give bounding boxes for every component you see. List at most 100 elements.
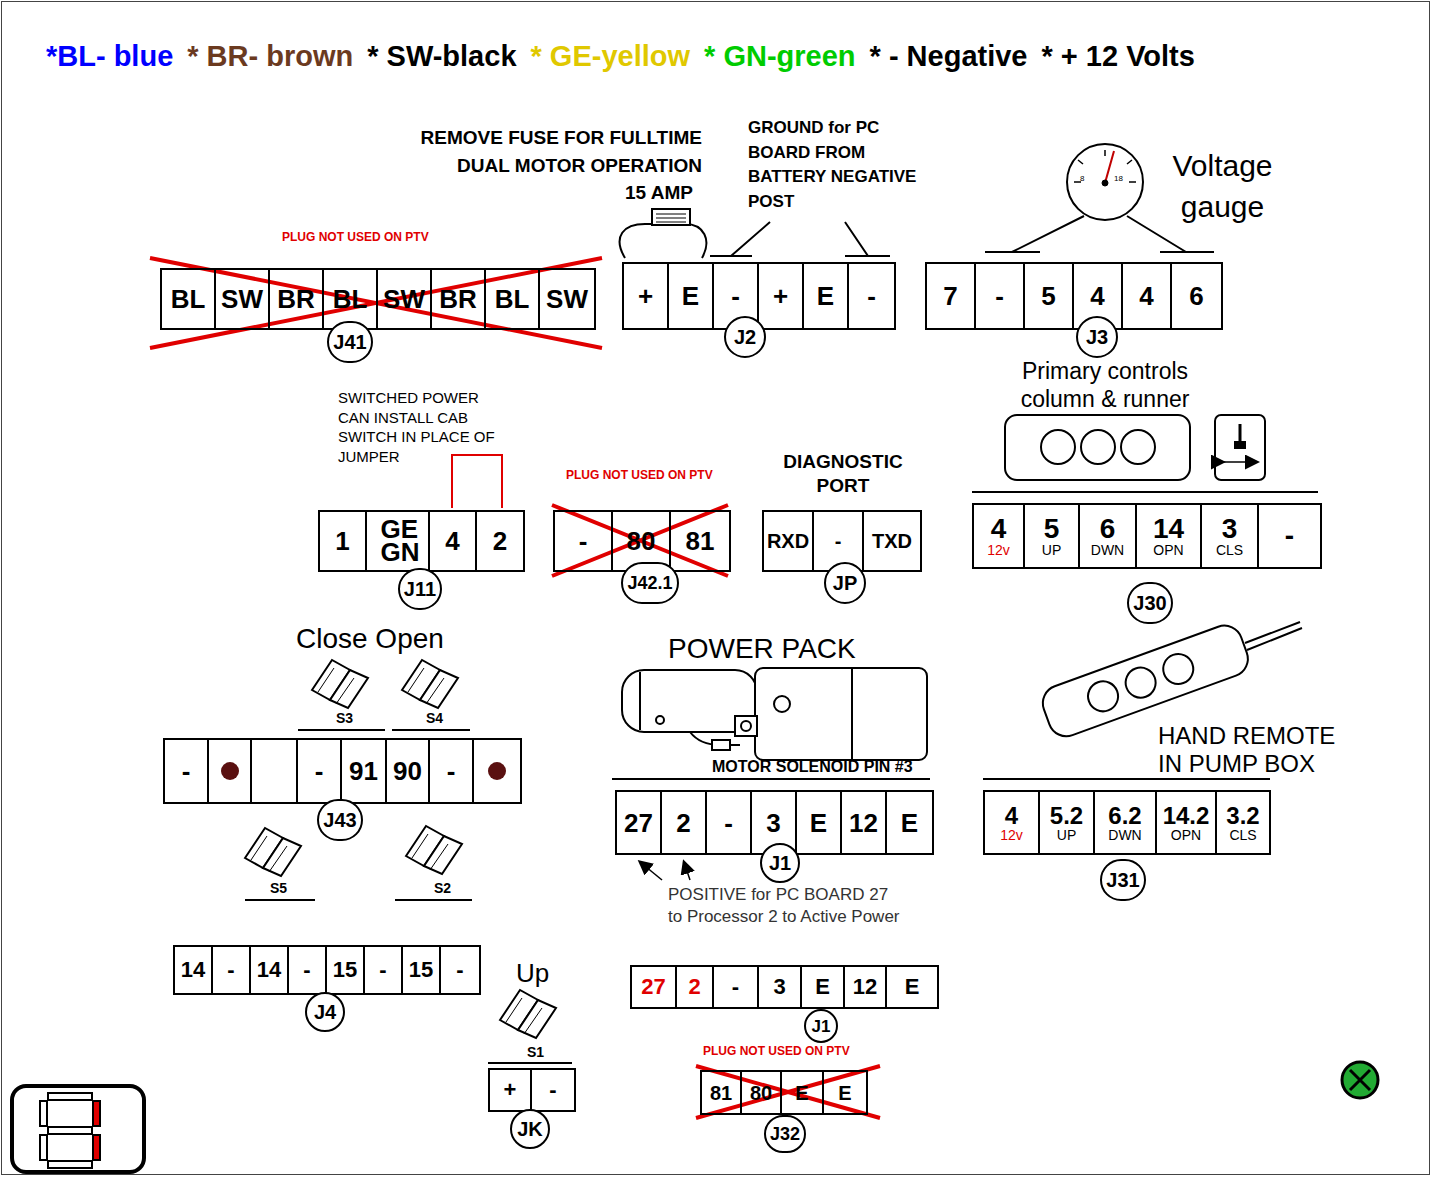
pin-label: 12 (849, 810, 878, 836)
pin-function: DWN (1108, 828, 1141, 842)
pin-label: 5 (1041, 283, 1055, 309)
pin-label: 12 (853, 976, 877, 998)
pin-label: 3.2 (1226, 804, 1259, 828)
pin-cell: 12 (842, 792, 887, 853)
pin-label: 80 (750, 1083, 772, 1103)
pin-cell: BL (324, 270, 378, 328)
pin-cell: 14 (175, 947, 213, 993)
connector-id: JK (517, 1119, 543, 1139)
pin-label: 1 (335, 528, 349, 554)
pin-label: - (227, 959, 234, 981)
color-legend: *BL- blue* BR- brown* SW-black* GE-yello… (46, 40, 1413, 73)
pin-cell: - (714, 967, 759, 1007)
pin-cell: SW (540, 270, 594, 328)
pin-label: - (1285, 522, 1294, 550)
pin-label: 2 (688, 976, 700, 998)
pin-label: E (682, 283, 699, 309)
annotation: S4 (426, 710, 443, 727)
annotation: HAND REMOTE IN PUMP BOX (1158, 722, 1358, 777)
pin-cell: E (797, 792, 842, 853)
pin-cell: SW (378, 270, 432, 328)
pin-label: SW (383, 286, 425, 312)
terminal-dot (488, 762, 506, 780)
pin-label: 81 (686, 528, 715, 554)
annotation: PLUG NOT USED ON PTV (703, 1044, 850, 1058)
pin-cell: + (759, 264, 804, 328)
bracket-line (612, 778, 1270, 780)
pin-label: 15 (409, 959, 433, 981)
pin-label: BR (277, 286, 315, 312)
pin-label: - (303, 959, 310, 981)
pin-cell (474, 740, 520, 802)
power-pack (622, 668, 927, 760)
pin-label: 27 (641, 976, 665, 998)
fuse-symbol (620, 209, 707, 258)
pin-cell: 80 (742, 1072, 782, 1113)
control-pendant (972, 415, 1318, 492)
legend-text: * - Negative (870, 40, 1028, 72)
pin-label: 3 (1222, 515, 1238, 543)
connector-id-circle: J31 (1100, 859, 1145, 901)
ground-leader (710, 222, 890, 256)
pin-cell: 6 (1172, 264, 1221, 328)
connector-id: J3 (1086, 327, 1108, 347)
pin-label: E (901, 810, 918, 836)
pin-label: - (731, 283, 740, 309)
connector-id: J11 (404, 579, 436, 599)
pin-label: 27 (624, 810, 653, 836)
pin-cell: E (782, 1072, 824, 1113)
pin-cell: - (441, 947, 479, 993)
connector-id-circle: J1 (760, 843, 800, 883)
pin-label: 6.2 (1108, 804, 1141, 828)
pin-cell: BL (162, 270, 216, 328)
pin-label: 14 (257, 959, 281, 981)
connector-id-circle: J32 (764, 1115, 806, 1153)
pin-cell: - (165, 740, 209, 802)
connector-id: J1 (769, 853, 791, 873)
pin-label: 2 (676, 810, 690, 836)
pin-label: 2 (493, 528, 507, 554)
connector-id: J43 (323, 810, 356, 830)
connector-id-circle: JP (824, 562, 866, 604)
annotation: 15 AMP (625, 182, 693, 205)
legend-text: * SW-black (367, 40, 516, 72)
pin-cell: 12 (845, 967, 887, 1007)
pin-cell: - (289, 947, 327, 993)
pin-cell: 3.2CLS (1217, 792, 1269, 853)
legend-entry: * SW-black (367, 40, 516, 73)
pin-label: 3 (773, 976, 785, 998)
pin-label: - (835, 531, 842, 551)
pin-label: 4 (445, 528, 459, 554)
pin-cell: - (814, 512, 864, 570)
pin-cell: 4 (430, 512, 477, 570)
connector-id-circle: J2 (724, 316, 766, 358)
pin-cell: - (365, 947, 403, 993)
connector-id: J32 (770, 1125, 800, 1143)
annotation: SWITCHED POWER CAN INSTALL CAB SWITCH IN… (338, 388, 503, 466)
pin-label: 14.2 (1163, 804, 1210, 828)
annotation: 18 (1114, 174, 1123, 184)
pin-label: 3 (766, 810, 780, 836)
pin-cell: 14OPN (1137, 505, 1202, 567)
pin-cell: BL (486, 270, 540, 328)
pin-label: E (905, 976, 920, 998)
pin-cell: E (669, 264, 714, 328)
connector-id-circle: J30 (1127, 582, 1172, 624)
legend-entry: *BL- blue (46, 40, 173, 73)
legend-text: * GE-yellow (531, 40, 691, 72)
switch-bar (245, 730, 572, 1063)
pin-label: 5 (1044, 515, 1060, 543)
pin-function: CLS (1229, 828, 1256, 842)
pin-cell: 2 (677, 967, 714, 1007)
pin-cell: 5UP (1025, 505, 1080, 567)
annotation: Close Open (296, 622, 444, 656)
rocker-switch (245, 660, 556, 1038)
pin-label: 4 (1090, 283, 1104, 309)
pin-label: SW (221, 286, 263, 312)
connector-id: J41 (333, 332, 366, 352)
pin-cell: 6.2DWN (1095, 792, 1157, 853)
annotation: PLUG NOT USED ON PTV (566, 468, 713, 482)
jumper-wire (452, 455, 502, 508)
legend-text: * + 12 Volts (1042, 40, 1195, 72)
pin-cell: E (824, 1072, 866, 1113)
